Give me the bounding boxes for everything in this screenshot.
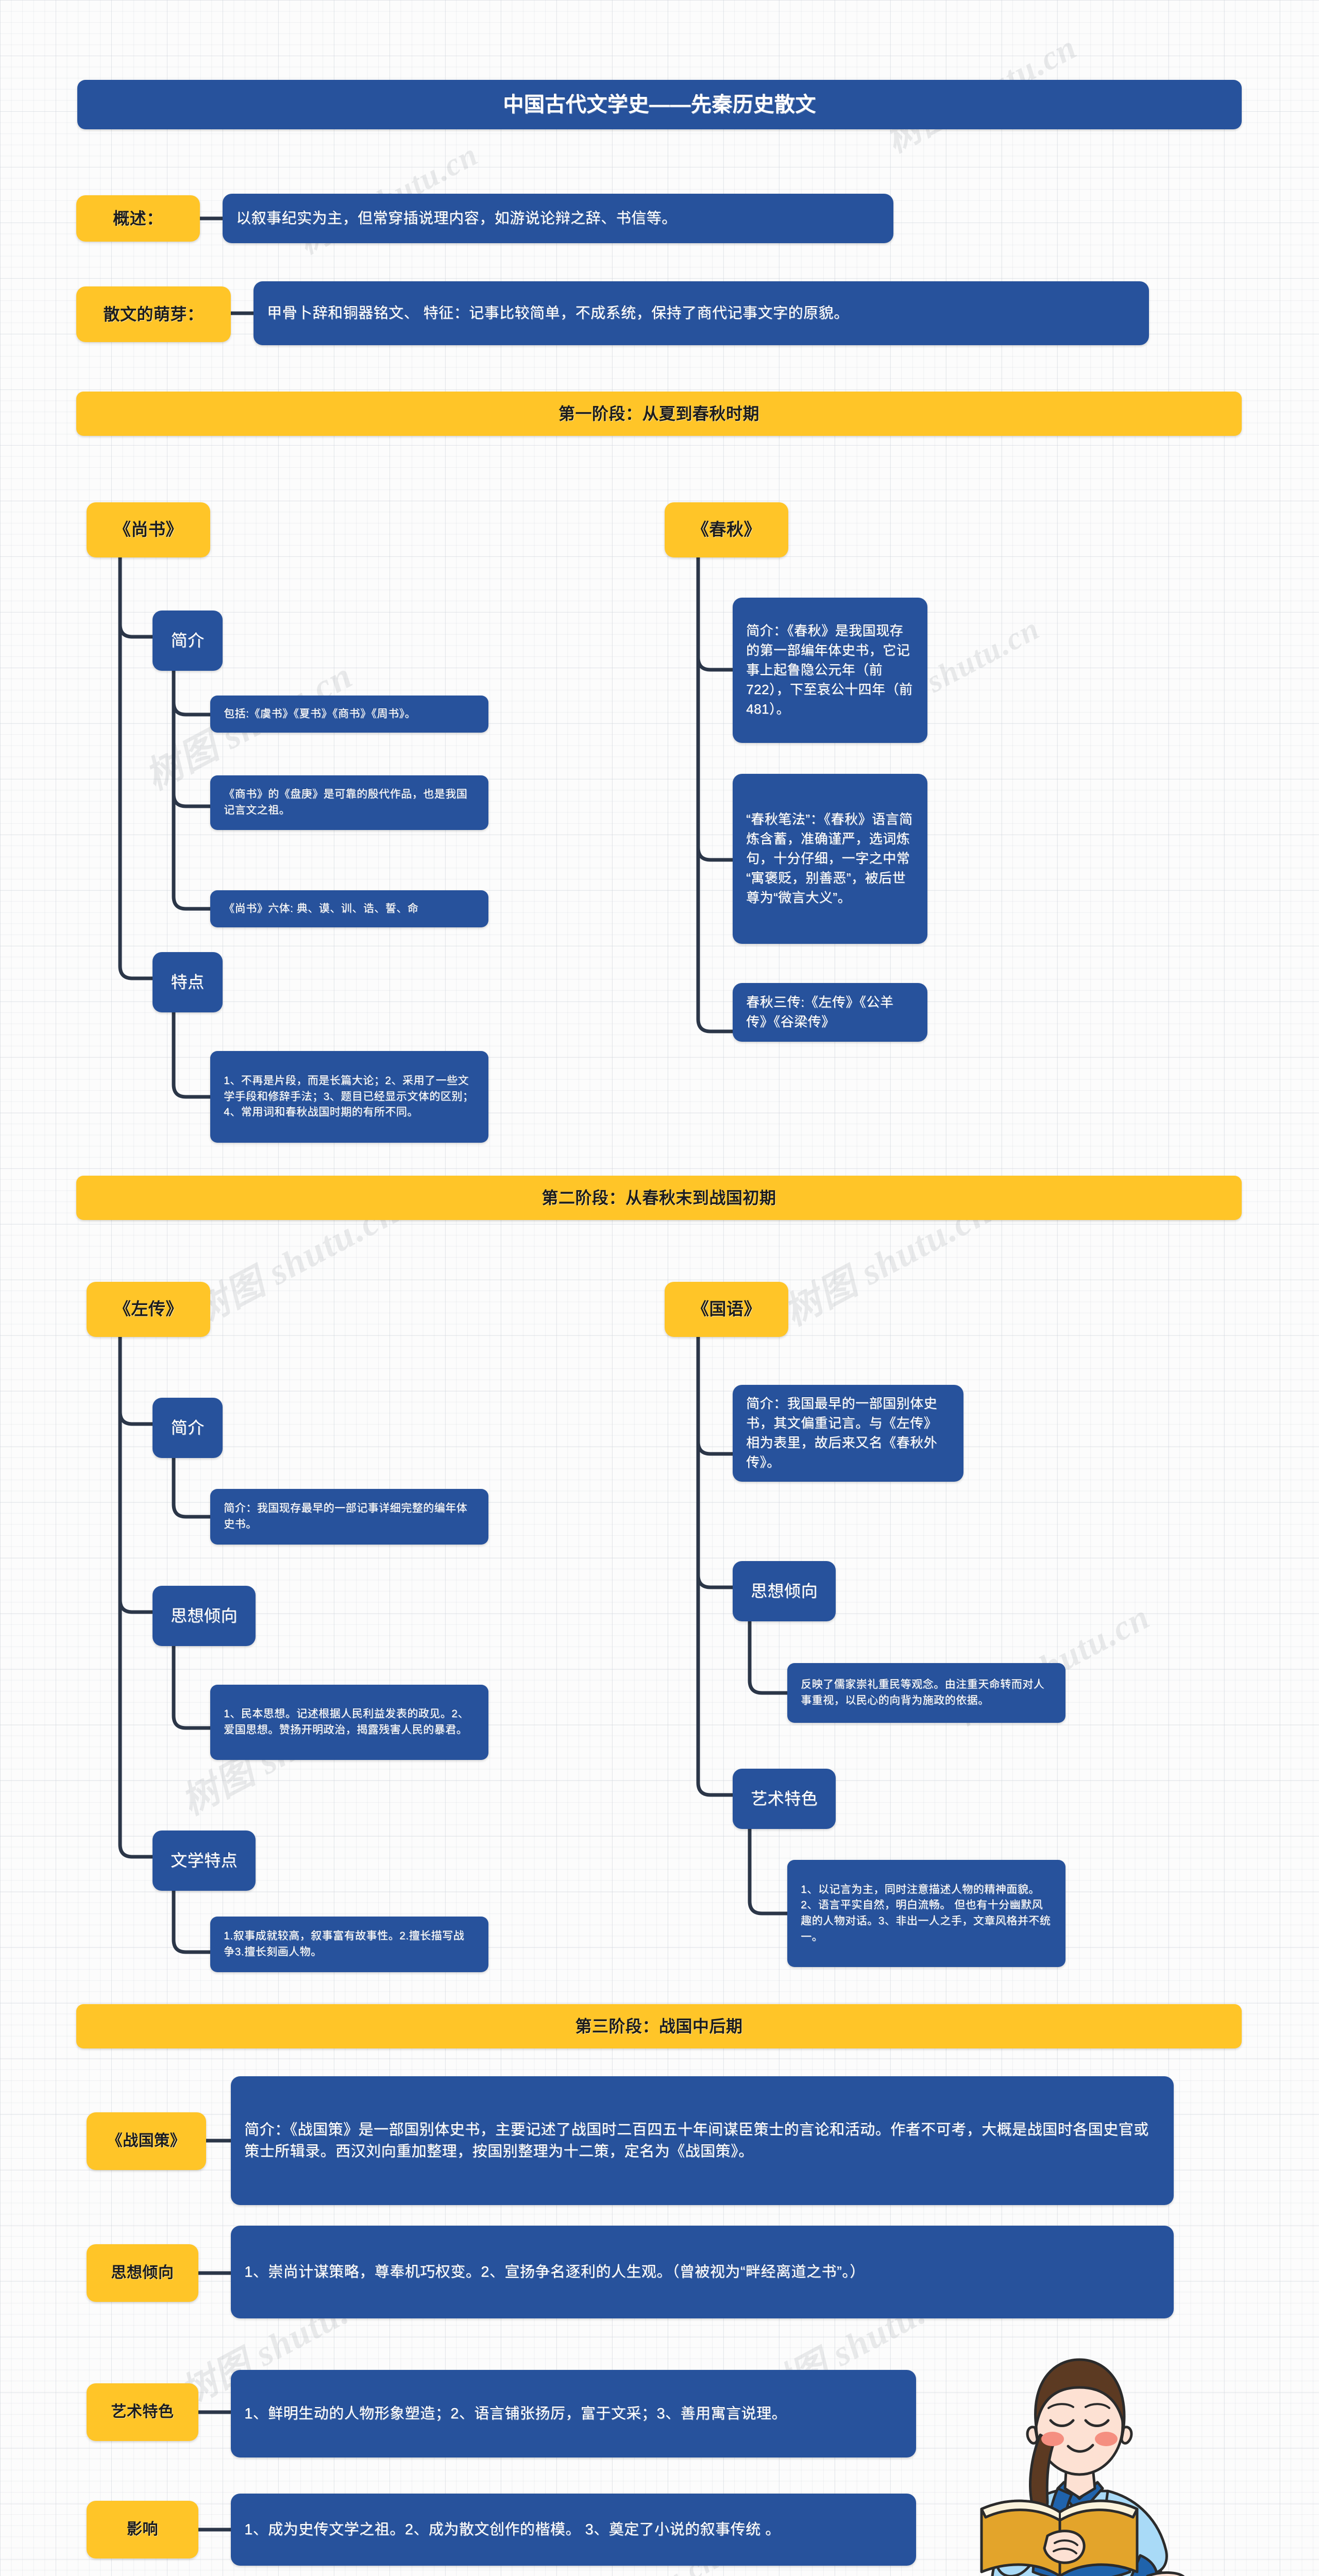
- node-chunqiu-root-label: 《春秋》: [692, 520, 761, 539]
- leaf-text: 春秋三传:《左传》《公羊传》《谷梁传》: [746, 994, 894, 1029]
- leaf-text: 1、成为史传文学之祖。2、成为散文创作的楷模。 3、奠定了小说的叙事传统 。: [244, 2521, 781, 2538]
- node-guoyu-thought[interactable]: 思想倾向: [733, 1561, 836, 1621]
- leaf-text: 1、鲜明生动的人物形象塑造；2、语言铺张扬厉，富于文采；3、善用寓言说理。: [244, 2405, 787, 2422]
- leaf-text: 《尚书》六体: 典、谟、训、诰、誓、命: [224, 902, 419, 914]
- node-shangshu-features-label: 特点: [171, 973, 205, 992]
- leaf-chunqiu-2[interactable]: “春秋笔法”：《春秋》语言简炼含蓄，准确谨严，选词炼句，十分仔细，一字之中常“寓…: [733, 774, 927, 944]
- stage2-banner-text: 第二阶段：从春秋末到战国初期: [542, 1188, 776, 1207]
- leaf-guoyu-intro-1[interactable]: 简介：我国最早的一部国别体史书，其文偏重记言。与《左传》相为表里，故后来又名《春…: [733, 1385, 963, 1482]
- leaf-text: “春秋笔法”：《春秋》语言简炼含蓄，准确谨严，选词炼句，十分仔细，一字之中常“寓…: [746, 811, 913, 905]
- node-chunqiu-root[interactable]: 《春秋》: [665, 502, 788, 557]
- leaf-shangshu-intro-2[interactable]: 《商书》的《盘庚》是可靠的殷代作品，也是我国记言文之祖。: [210, 775, 488, 830]
- leaf-guoyu-art-1[interactable]: 1、以记言为主，同时注意描述人物的精神面貌。 2、语言平实自然，明白流畅。 但也…: [787, 1860, 1066, 1967]
- node-stage3-art-label[interactable]: 艺术特色: [87, 2383, 198, 2441]
- node-shangshu-intro[interactable]: 简介: [153, 611, 223, 671]
- node-stage3-influence-content[interactable]: 1、成为史传文学之祖。2、成为散文创作的楷模。 3、奠定了小说的叙事传统 。: [231, 2494, 916, 2566]
- node-zuozhuan-intro-label: 简介: [171, 1418, 205, 1437]
- node-stage3-thought-label-text: 思想倾向: [111, 2264, 174, 2282]
- leaf-chunqiu-1[interactable]: 简介：《春秋》是我国现存的第一部编年体史书，它记事上起鲁隐公元年（前722），下…: [733, 598, 927, 743]
- node-zuozhuan-thought[interactable]: 思想倾向: [153, 1586, 256, 1646]
- stage2-banner: 第二阶段：从春秋末到战国初期: [76, 1176, 1242, 1220]
- overview-label-text: 概述：: [113, 209, 163, 228]
- node-zuozhuan-literary[interactable]: 文学特点: [153, 1831, 256, 1891]
- leaf-text: 包括:《虞书》《夏书》《商书》《周书》。: [224, 707, 416, 720]
- node-guoyu-art-label: 艺术特色: [750, 1789, 818, 1808]
- leaf-text: 1.叙事成就较高，叙事富有故事性。2.擅长描写战争3.擅长刻画人物。: [224, 1930, 465, 1958]
- node-shangshu-features[interactable]: 特点: [153, 952, 223, 1012]
- overview-label-node[interactable]: 概述：: [76, 195, 200, 242]
- page-title: 中国古代文学史——先秦历史散文: [77, 80, 1242, 129]
- leaf-text: 《商书》的《盘庚》是可靠的殷代作品，也是我国记言文之祖。: [224, 788, 467, 816]
- stage1-banner: 第一阶段：从夏到春秋时期: [76, 392, 1242, 436]
- node-guoyu-thought-label: 思想倾向: [750, 1582, 818, 1601]
- page-title-text: 中国古代文学史——先秦历史散文: [503, 93, 816, 116]
- leaf-zuozhuan-thought-1[interactable]: 1、民本思想。记述根据人民利益发表的政见。2、爱国思想。赞扬开明政治，揭露残害人…: [210, 1685, 488, 1760]
- origin-label-node[interactable]: 散文的萌芽：: [76, 286, 231, 342]
- leaf-zuozhuan-intro-1[interactable]: 简介：我国现存最早的一部记事详细完整的编年体史书。: [210, 1489, 488, 1545]
- node-stage3-influence-label-text: 影响: [127, 2521, 158, 2538]
- stage3-banner-text: 第三阶段：战国中后期: [575, 2016, 743, 2036]
- node-zuozhuan-thought-label: 思想倾向: [170, 1606, 238, 1625]
- node-stage3-thought-content[interactable]: 1、崇尚计谋策略，尊奉机巧权变。2、宣扬争名逐利的人生观。（曾被视为“畔经离道之…: [231, 2226, 1174, 2318]
- node-zhanguoce-content[interactable]: 简介：《战国策》是一部国别体史书，主要记述了战国时二百四五十年间谋臣策士的言论和…: [231, 2076, 1174, 2205]
- node-zuozhuan-root[interactable]: 《左传》: [87, 1282, 210, 1337]
- leaf-guoyu-thought-1[interactable]: 反映了儒家崇礼重民等观念。由注重天命转而对人事重视，以民心的向背为施政的依据。: [787, 1663, 1066, 1723]
- stage3-banner: 第三阶段：战国中后期: [76, 2004, 1242, 2048]
- leaf-text: 1、民本思想。记述根据人民利益发表的政见。2、爱国思想。赞扬开明政治，揭露残害人…: [224, 1708, 469, 1736]
- leaf-text: 1、不再是片段，而是长篇大论；2、采用了一些文学手段和修辞手法；3、题目已经显示…: [224, 1075, 474, 1118]
- node-shangshu-root-label: 《尚书》: [114, 520, 183, 539]
- leaf-text: 反映了儒家崇礼重民等观念。由注重天命转而对人事重视，以民心的向背为施政的依据。: [801, 1679, 1044, 1706]
- node-stage3-art-label-text: 艺术特色: [111, 2403, 174, 2421]
- stage1-banner-text: 第一阶段：从夏到春秋时期: [558, 404, 759, 423]
- node-zhanguoce-label[interactable]: 《战国策》: [87, 2112, 206, 2170]
- leaf-shangshu-intro-1[interactable]: 包括:《虞书》《夏书》《商书》《周书》。: [210, 696, 488, 733]
- overview-content-text: 以叙事纪实为主，但常穿插说理内容，如游说论辩之辞、书信等。: [236, 210, 677, 227]
- node-stage3-influence-label[interactable]: 影响: [87, 2501, 198, 2558]
- node-zuozhuan-literary-label: 文学特点: [170, 1851, 238, 1870]
- node-stage3-thought-label[interactable]: 思想倾向: [87, 2244, 198, 2302]
- node-zhanguoce-label-text: 《战国策》: [107, 2132, 186, 2150]
- leaf-text: 简介：我国最早的一部国别体史书，其文偏重记言。与《左传》相为表里，故后来又名《春…: [746, 1396, 938, 1470]
- node-zuozhuan-root-label: 《左传》: [114, 1299, 183, 1319]
- leaf-chunqiu-3[interactable]: 春秋三传:《左传》《公羊传》《谷梁传》: [733, 983, 927, 1042]
- leaf-zuozhuan-literary-1[interactable]: 1.叙事成就较高，叙事富有故事性。2.擅长描写战争3.擅长刻画人物。: [210, 1917, 488, 1972]
- node-shangshu-intro-label: 简介: [171, 631, 205, 650]
- node-guoyu-root-label: 《国语》: [692, 1299, 761, 1319]
- origin-content-text: 甲骨卜辞和铜器铭文、 特征：记事比较简单，不成系统，保持了商代记事文字的原貌。: [267, 304, 849, 321]
- node-stage3-art-content[interactable]: 1、鲜明生动的人物形象塑造；2、语言铺张扬厉，富于文采；3、善用寓言说理。: [231, 2370, 916, 2458]
- leaf-shangshu-intro-3[interactable]: 《尚书》六体: 典、谟、训、诰、誓、命: [210, 890, 488, 927]
- leaf-text: 简介：《春秋》是我国现存的第一部编年体史书，它记事上起鲁隐公元年（前722），下…: [746, 623, 913, 717]
- leaf-text: 1、崇尚计谋策略，尊奉机巧权变。2、宣扬争名逐利的人生观。（曾被视为“畔经离道之…: [244, 2263, 865, 2280]
- leaf-text: 简介：《战国策》是一部国别体史书，主要记述了战国时二百四五十年间谋臣策士的言论和…: [244, 2121, 1149, 2160]
- origin-content-node[interactable]: 甲骨卜辞和铜器铭文、 特征：记事比较简单，不成系统，保持了商代记事文字的原貌。: [253, 281, 1149, 345]
- leaf-text: 简介：我国现存最早的一部记事详细完整的编年体史书。: [224, 1502, 467, 1530]
- overview-content-node[interactable]: 以叙事纪实为主，但常穿插说理内容，如游说论辩之辞、书信等。: [223, 194, 893, 243]
- node-zuozhuan-intro[interactable]: 简介: [153, 1398, 223, 1458]
- leaf-text: 1、以记言为主，同时注意描述人物的精神面貌。 2、语言平实自然，明白流畅。 但也…: [801, 1883, 1051, 1943]
- leaf-shangshu-features-1[interactable]: 1、不再是片段，而是长篇大论；2、采用了一些文学手段和修辞手法；3、题目已经显示…: [210, 1051, 488, 1143]
- node-shangshu-root[interactable]: 《尚书》: [87, 502, 210, 557]
- node-guoyu-root[interactable]: 《国语》: [665, 1282, 788, 1337]
- reading-girl-illustration: [980, 2358, 1185, 2576]
- node-guoyu-art[interactable]: 艺术特色: [733, 1769, 836, 1829]
- origin-label-text: 散文的萌芽：: [103, 304, 204, 324]
